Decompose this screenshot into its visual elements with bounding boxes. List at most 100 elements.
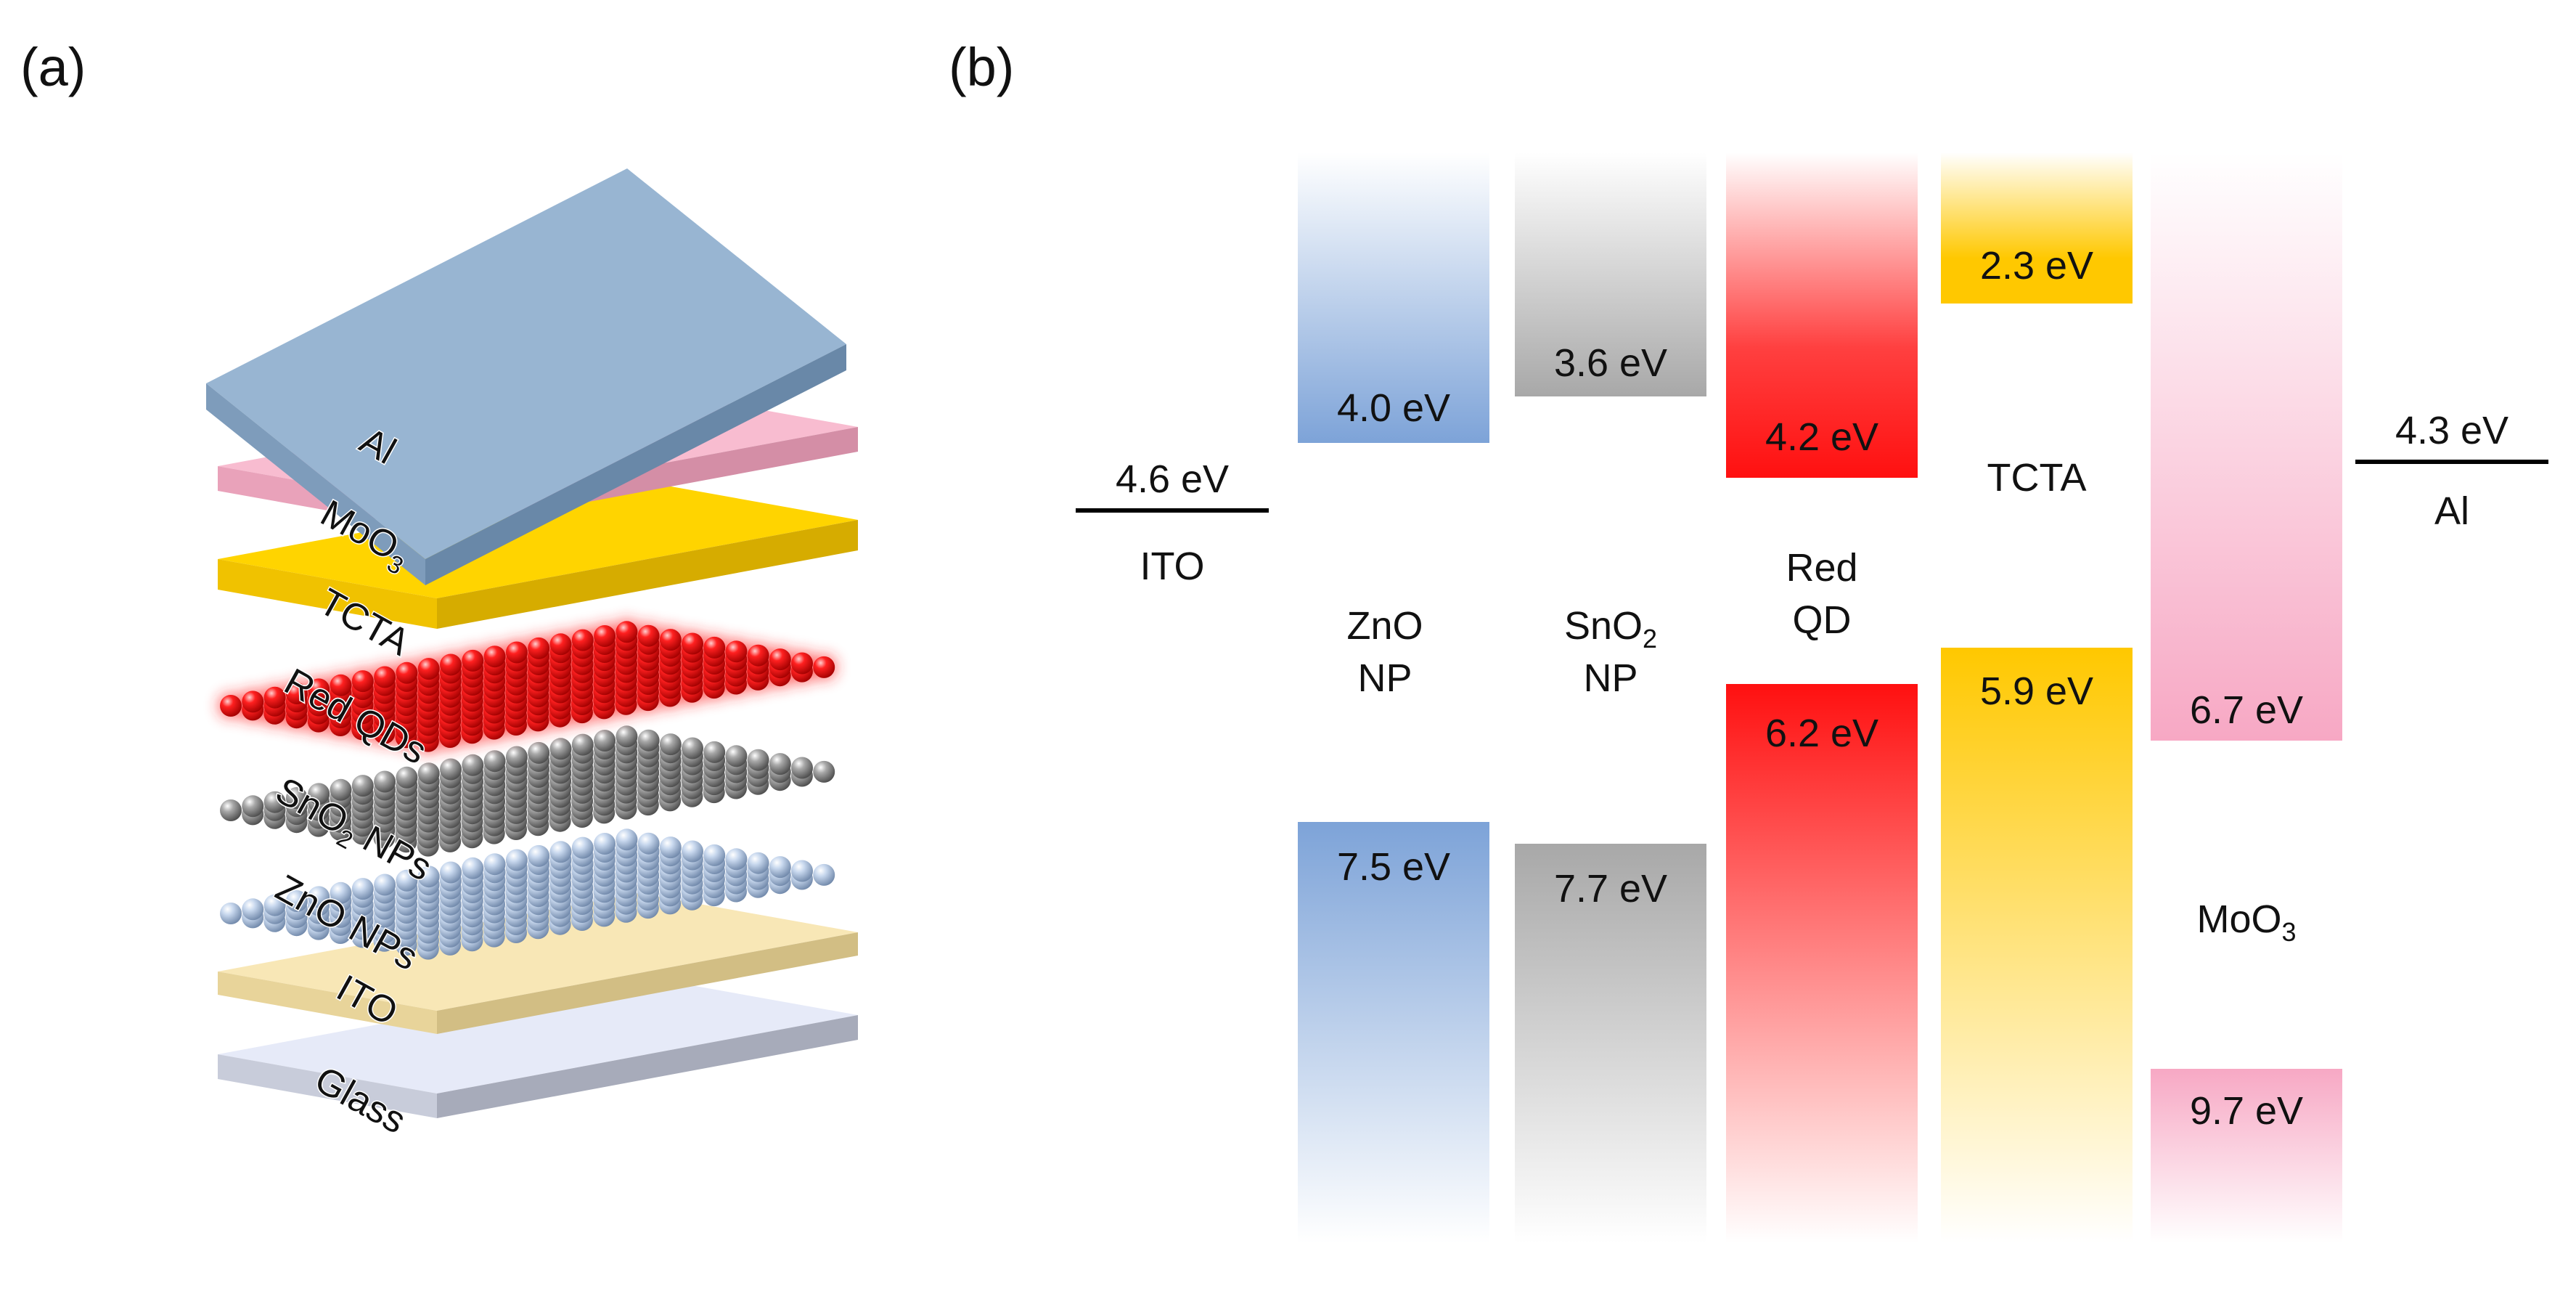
red-quantum-dot	[703, 636, 726, 659]
qd-lumo: 4.2 eV	[1765, 415, 1878, 459]
layer-glass	[218, 976, 858, 1118]
red-quantum-dot	[528, 637, 550, 659]
zno-nanoparticle	[308, 886, 330, 908]
red-quantum-dot	[396, 661, 418, 684]
sno2-nanoparticle	[769, 753, 791, 775]
sno2-nanoparticle	[571, 733, 594, 756]
zno-nanoparticle	[791, 860, 813, 882]
band-zno: 4.0 eV 7.5 eV ZnO NP	[1298, 152, 1489, 1243]
moo3-name: MoO3	[2196, 897, 2296, 947]
sno2-nanoparticle	[242, 795, 264, 818]
red-quantum-dot	[440, 653, 462, 676]
layer-ito	[218, 893, 858, 1034]
zno-nanoparticle	[396, 869, 418, 892]
sno2-nanoparticle	[682, 737, 703, 760]
zno-nanoparticle	[220, 903, 242, 924]
sno2-nanoparticle	[813, 760, 835, 783]
qd-homo: 6.2 eV	[1765, 712, 1878, 755]
moo3-lumo: 6.7 eV	[2190, 688, 2303, 732]
moo3-vb-bar	[2151, 1069, 2342, 1243]
zno-nanoparticle	[285, 890, 308, 912]
layer-al	[206, 168, 846, 585]
zno-cb-bar	[1298, 152, 1489, 443]
red-quantum-dot	[813, 656, 835, 678]
sno2-cb-bar	[1515, 152, 1706, 396]
red-quantum-dot	[483, 646, 506, 668]
zno-name-line1: ZnO	[1346, 604, 1423, 648]
moo3-cb-bar	[2151, 152, 2342, 741]
zno-nanoparticle	[330, 881, 352, 904]
zno-nanoparticle	[813, 863, 835, 886]
sno2-nanoparticle	[462, 754, 484, 776]
tcta-homo-bar	[1941, 648, 2133, 1243]
sno2-nanoparticle	[659, 733, 682, 756]
qd-vb-bar	[1726, 684, 1918, 1243]
sno2-nanoparticle	[374, 770, 396, 793]
zno-nanoparticle	[242, 898, 264, 921]
sno2-name-line1: SnO2	[1564, 604, 1657, 653]
band-red-qd: 4.2 eV 6.2 eV Red QD	[1726, 152, 1918, 1243]
ito-value: 4.6 eV	[1116, 457, 1229, 501]
sno2-nanoparticle	[330, 778, 352, 801]
red-quantum-dot	[417, 658, 440, 680]
red-quantum-dot	[330, 674, 352, 696]
red-quantum-dot	[791, 652, 813, 675]
qd-name-line1: Red	[1786, 546, 1857, 590]
zno-nanoparticle	[682, 840, 703, 863]
zno-nanoparticle	[571, 836, 594, 859]
sno2-nanoparticle	[220, 799, 242, 821]
red-quantum-dots	[220, 621, 835, 752]
zno-lumo: 4.0 eV	[1337, 386, 1450, 430]
red-quantum-dot	[637, 624, 660, 647]
zno-nanoparticle	[263, 894, 286, 916]
red-quantum-dot	[220, 695, 242, 717]
zno-nanoparticle	[747, 852, 769, 874]
zno-nanoparticle	[725, 848, 748, 871]
sno2-nanoparticle	[396, 766, 418, 789]
qd-cb-bar	[1726, 152, 1918, 478]
zno-nanoparticle	[462, 857, 484, 879]
red-quantum-dot	[682, 632, 703, 655]
band-sno2: 3.6 eV 7.7 eV SnO2 NP	[1515, 152, 1706, 1243]
sno2-nanoparticle	[483, 750, 506, 773]
zno-nanoparticle	[637, 832, 660, 855]
al-value: 4.3 eV	[2395, 409, 2508, 452]
zno-nanoparticle	[483, 853, 506, 876]
sno2-nanoparticle	[440, 758, 462, 781]
sno2-nanoparticle	[285, 787, 308, 809]
red-quantum-dot	[308, 678, 330, 701]
red-quantum-dot	[747, 644, 769, 667]
sno2-nanoparticle	[703, 741, 726, 763]
panel-label-b: (b)	[949, 37, 1014, 97]
tcta-name: TCTA	[1987, 456, 2087, 500]
red-quantum-dot	[374, 666, 396, 688]
zno-name-line2: NP	[1357, 656, 1412, 700]
qd-name-line2: QD	[1793, 598, 1852, 642]
red-quantum-dot	[351, 670, 374, 693]
red-quantum-dot	[725, 640, 748, 663]
sno2-nanoparticle	[594, 730, 616, 752]
red-quantum-dot	[571, 629, 594, 651]
sno2-homo: 7.7 eV	[1554, 867, 1667, 911]
zno-nanoparticles	[220, 828, 835, 960]
sno2-vb-bar	[1515, 844, 1706, 1243]
sno2-nanoparticle	[505, 746, 528, 768]
zno-nanoparticle	[594, 833, 616, 855]
panel-label-a: (a)	[20, 37, 86, 97]
sno2-nanoparticle	[263, 791, 286, 813]
zno-nanoparticle	[549, 841, 572, 863]
sno2-nanoparticles	[220, 725, 835, 857]
zno-nanoparticle	[769, 856, 791, 879]
energy-diagram: 4.6 eV ITO 4.3 eV Al 4.0 eV 7.5 eV ZnO N…	[1076, 152, 2548, 1243]
red-quantum-dot	[616, 621, 638, 643]
zno-nanoparticle	[505, 849, 528, 871]
sno2-nanoparticle	[747, 749, 769, 771]
sno2-name-line2: NP	[1583, 656, 1637, 700]
zno-nanoparticle	[374, 874, 396, 896]
tcta-lumo: 2.3 eV	[1980, 244, 2093, 288]
tcta-homo: 5.9 eV	[1980, 669, 2093, 713]
zno-nanoparticle	[616, 828, 638, 851]
al-name: Al	[2434, 489, 2469, 533]
tcta-lumo-bar	[1941, 152, 2133, 304]
